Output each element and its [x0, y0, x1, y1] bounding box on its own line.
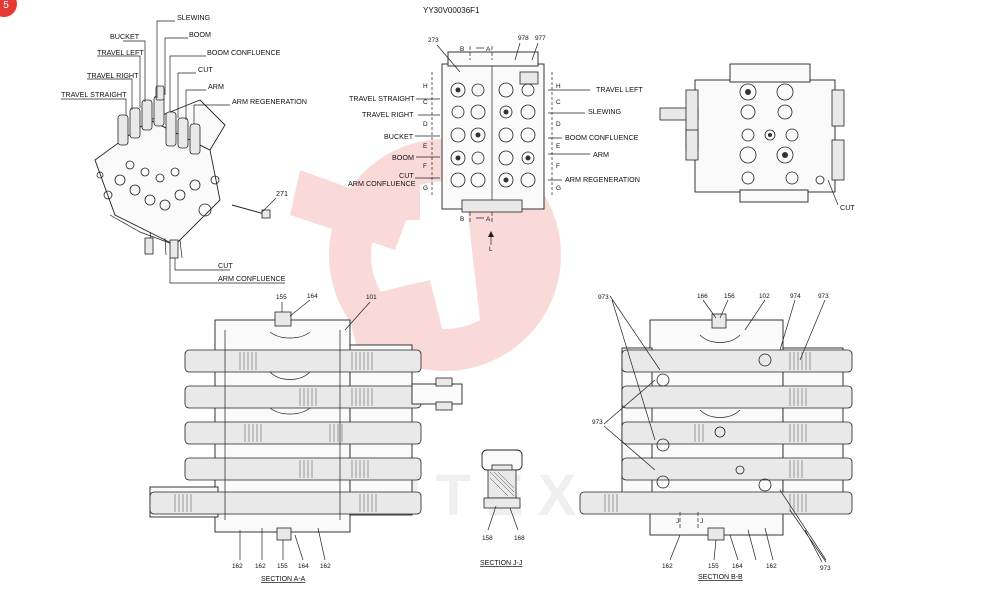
label-part-271: 271: [276, 189, 288, 198]
section-j-j-labels: 158 168 SECTION J-J: [480, 535, 525, 567]
j-mark-right: J: [700, 518, 703, 525]
section-a-a-title: SECTION A-A: [261, 576, 306, 583]
section-mark-a-bottom: A: [486, 216, 491, 223]
ref-155: 155: [708, 563, 719, 570]
ref-162-b: 162: [766, 563, 777, 570]
section-b-b-labels: 973 166 156 102 974 973 973 162 155 164 …: [592, 293, 831, 581]
ref-164: 164: [732, 563, 743, 570]
ref-973-mid-left: 973: [592, 419, 603, 426]
svg-text:E: E: [423, 143, 427, 150]
fv-label-travel-right: TRAVEL RIGHT: [362, 110, 414, 119]
fv-label-slewing: SLEWING: [588, 107, 622, 116]
label-arm: ARM: [208, 82, 224, 91]
svg-text:F: F: [556, 163, 560, 170]
ref-101: 101: [366, 294, 377, 301]
ref-973-top-left: 973: [598, 294, 609, 301]
fv-label-arm-regeneration: ARM REGENERATION: [565, 175, 640, 184]
section-mark-b-top: B: [460, 46, 464, 53]
svg-text:C: C: [556, 99, 561, 106]
iso-leader-lines: [61, 20, 285, 284]
page-badge: 5: [0, 0, 17, 17]
fv-label-arm: ARM: [593, 150, 609, 159]
ref-168: 168: [514, 535, 525, 542]
ref-974: 974: [790, 293, 801, 300]
ref-155-bottom: 155: [277, 563, 288, 570]
svg-text:G: G: [556, 185, 561, 192]
rv-label-cut: CUT: [840, 203, 855, 212]
label-travel-right: TRAVEL RIGHT: [87, 71, 139, 80]
fv-label-bucket: BUCKET: [384, 132, 414, 141]
label-travel-left: TRAVEL LEFT: [97, 48, 144, 57]
svg-text:G: G: [423, 185, 428, 192]
label-boom-confluence: BOOM CONFLUENCE: [207, 48, 281, 57]
ref-977: 977: [535, 35, 546, 42]
ref-973-bottom-right: 973: [820, 565, 831, 572]
ref-102: 102: [759, 293, 770, 300]
j-mark-left: J: [676, 518, 679, 525]
svg-text:H: H: [556, 83, 561, 90]
label-slewing: SLEWING: [177, 13, 211, 22]
fv-side-letters-right: H C D E F G: [556, 83, 561, 192]
svg-text:F: F: [423, 163, 427, 170]
isometric-valve-view: [94, 85, 271, 259]
ref-273: 273: [428, 37, 439, 44]
label-boom: BOOM: [189, 30, 211, 39]
section-j-j-title: SECTION J-J: [480, 560, 522, 567]
label-cut-top: CUT: [198, 65, 213, 74]
svg-text:E: E: [556, 143, 560, 150]
ref-162-a: 162: [662, 563, 673, 570]
ref-162-b: 162: [255, 563, 266, 570]
iso-labels: SLEWING BUCKET BOOM TRAVEL LEFT BOOM CON…: [61, 13, 307, 283]
front-view: [415, 42, 590, 245]
ref-156: 156: [724, 293, 735, 300]
ref-164-bottom: 164: [298, 563, 309, 570]
ref-155-top: 155: [276, 294, 287, 301]
rear-view: [659, 63, 845, 206]
ref-158: 158: [482, 535, 493, 542]
label-travel-straight: TRAVEL STRAIGHT: [61, 90, 127, 99]
label-arm-confluence: ARM CONFLUENCE: [218, 274, 286, 283]
label-arm-regeneration: ARM REGENERATION: [232, 97, 307, 106]
drawing-code: YY30V00036F1: [423, 6, 480, 15]
section-b-b: [579, 295, 853, 563]
label-cut-bottom: CUT: [218, 261, 233, 270]
fv-label-boom: BOOM: [392, 153, 414, 162]
svg-text:D: D: [556, 121, 561, 128]
svg-text:H: H: [423, 83, 428, 90]
fv-label-cut: CUT: [399, 171, 414, 180]
fv-label-arm-confluence: ARM CONFLUENCE: [348, 179, 416, 188]
ref-166: 166: [697, 293, 708, 300]
ref-164-top: 164: [307, 293, 318, 300]
section-a-a: [149, 299, 463, 561]
ref-973-top-right: 973: [818, 293, 829, 300]
section-mark-b-bottom: B: [460, 216, 464, 223]
fv-label-boom-confluence: BOOM CONFLUENCE: [565, 133, 639, 142]
section-j-j: [481, 449, 523, 531]
fv-label-travel-left: TRAVEL LEFT: [596, 85, 643, 94]
front-view-labels: 273 978 977 B A B A L TRAVEL STRAIGHT TR…: [348, 35, 643, 253]
ref-978: 978: [518, 35, 529, 42]
fv-label-travel-straight: TRAVEL STRAIGHT: [349, 94, 415, 103]
ref-162-a: 162: [232, 563, 243, 570]
ref-162-c: 162: [320, 563, 331, 570]
section-mark-a-top: A: [486, 46, 491, 53]
label-bucket: BUCKET: [110, 32, 140, 41]
fv-side-letters-left: H C D E F G: [423, 83, 428, 192]
section-a-a-labels: 155 164 101 162 162 155 164 162 SECTION …: [232, 293, 377, 583]
svg-text:5: 5: [3, 0, 9, 11]
svg-text:D: D: [423, 121, 428, 128]
section-b-b-title: SECTION B-B: [698, 574, 743, 581]
section-mark-l: L: [489, 246, 493, 253]
svg-text:C: C: [423, 99, 428, 106]
